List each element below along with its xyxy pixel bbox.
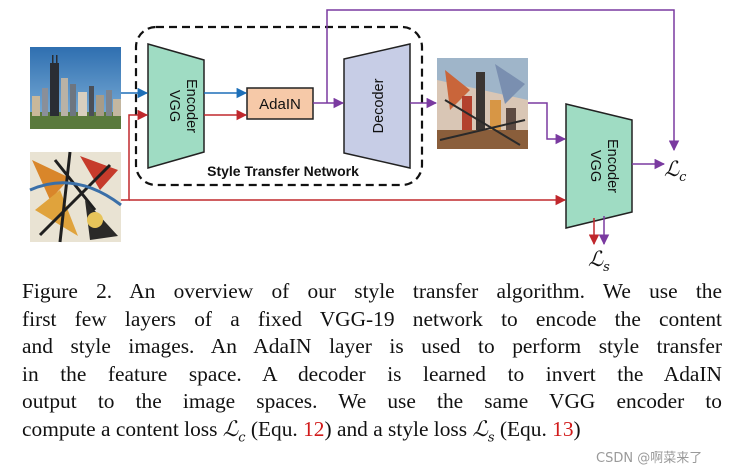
style-transfer-network-box xyxy=(134,25,424,187)
style-transfer-diagram: VGG Encoder AdaIN Decoder Style Transfer… xyxy=(29,9,687,275)
caption-line-4: in the feature space. A decoder is learn… xyxy=(22,361,722,386)
output-to-loss-encoder-arrow xyxy=(528,102,567,145)
vgg-encoder-loss-label-line2: Encoder xyxy=(604,139,620,193)
network-label: Style Transfer Network xyxy=(207,163,359,179)
content-loss-label: ℒc xyxy=(664,157,687,185)
equation-ref-13[interactable]: 13 xyxy=(552,416,574,441)
style-loss-label: ℒs xyxy=(588,247,610,275)
caption-line-1: Figure 2. An overview of our style trans… xyxy=(22,279,722,303)
content-image xyxy=(30,47,121,129)
caption-line-3: and style images. An AdaIN layer is used… xyxy=(22,334,722,358)
style-to-encoder-arrow xyxy=(121,109,149,201)
vgg-encoder-label-line1: VGG xyxy=(166,90,182,122)
caption-line-2: first few layers of a fixed VGG-19 netwo… xyxy=(22,306,722,331)
equation-ref-12[interactable]: 12 xyxy=(303,416,325,441)
decoder-block xyxy=(343,43,411,169)
caption-line-6: compute a content loss ℒc (Equ. 12) and … xyxy=(22,416,581,445)
decoder-label: Decoder xyxy=(371,78,387,133)
vgg-encoder-loss-block xyxy=(565,103,633,229)
stylized-output-image xyxy=(437,58,528,149)
vgg-encoder-loss-label-line1: VGG xyxy=(587,150,603,182)
figure-caption: Figure 2. An overview of our style trans… xyxy=(22,278,722,451)
adain-to-content-loss-arrow xyxy=(326,9,680,152)
watermark: CSDN @啊菜来了 xyxy=(596,451,703,466)
vgg-encoder-block xyxy=(147,43,205,169)
adain-label: AdaIN xyxy=(259,96,301,113)
adain-block xyxy=(246,87,314,120)
vgg-encoder-label-line2: Encoder xyxy=(183,79,199,133)
caption-line-5: output to the image spaces. We use the s… xyxy=(22,389,722,413)
style-image xyxy=(29,151,122,243)
